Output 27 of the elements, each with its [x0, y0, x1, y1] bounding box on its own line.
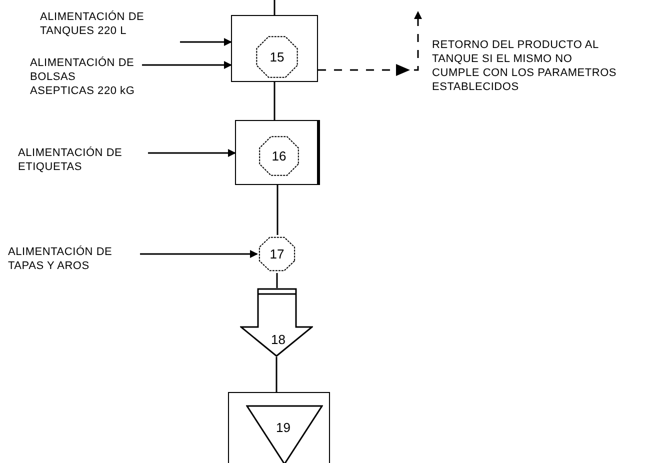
input-label: ALIMENTACIÓN DE ETIQUETAS — [18, 146, 148, 176]
octagon-symbol — [257, 235, 297, 273]
step-number: 15 — [270, 50, 284, 64]
arrow — [142, 61, 232, 69]
process-box — [231, 15, 318, 82]
arrow — [180, 38, 232, 46]
flow-line — [274, 82, 276, 120]
input-label: ALIMENTACIÓN DE BOLSAS ASEPTICAS 220 kG — [30, 56, 142, 100]
storage-triangle — [246, 405, 323, 463]
step-number: 18 — [271, 333, 286, 346]
step-number: 19 — [276, 421, 290, 434]
process-box — [235, 120, 320, 185]
input-label: ALIMENTACIÓN DE TAPAS Y AROS — [8, 245, 140, 275]
flow-line — [276, 185, 278, 235]
step-number: 16 — [272, 150, 286, 162]
flow-line — [274, 0, 276, 15]
arrow — [148, 149, 236, 157]
octagon-symbol — [254, 34, 300, 80]
transport-arrow — [240, 288, 313, 357]
process-box — [228, 392, 330, 463]
arrow — [140, 250, 258, 258]
octagon-symbol — [257, 134, 301, 178]
flow-line — [276, 273, 278, 288]
flow-line — [276, 357, 278, 392]
input-label: ALIMENTACIÓN DE TANQUES 220 L — [40, 10, 180, 40]
step-number: 17 — [270, 248, 284, 260]
note-text: RETORNO DEL PRODUCTO AL TANQUE SI EL MISMO NO CUMPLE CON LOS PARAMETROS ESTABLECIDOS — [432, 38, 617, 94]
